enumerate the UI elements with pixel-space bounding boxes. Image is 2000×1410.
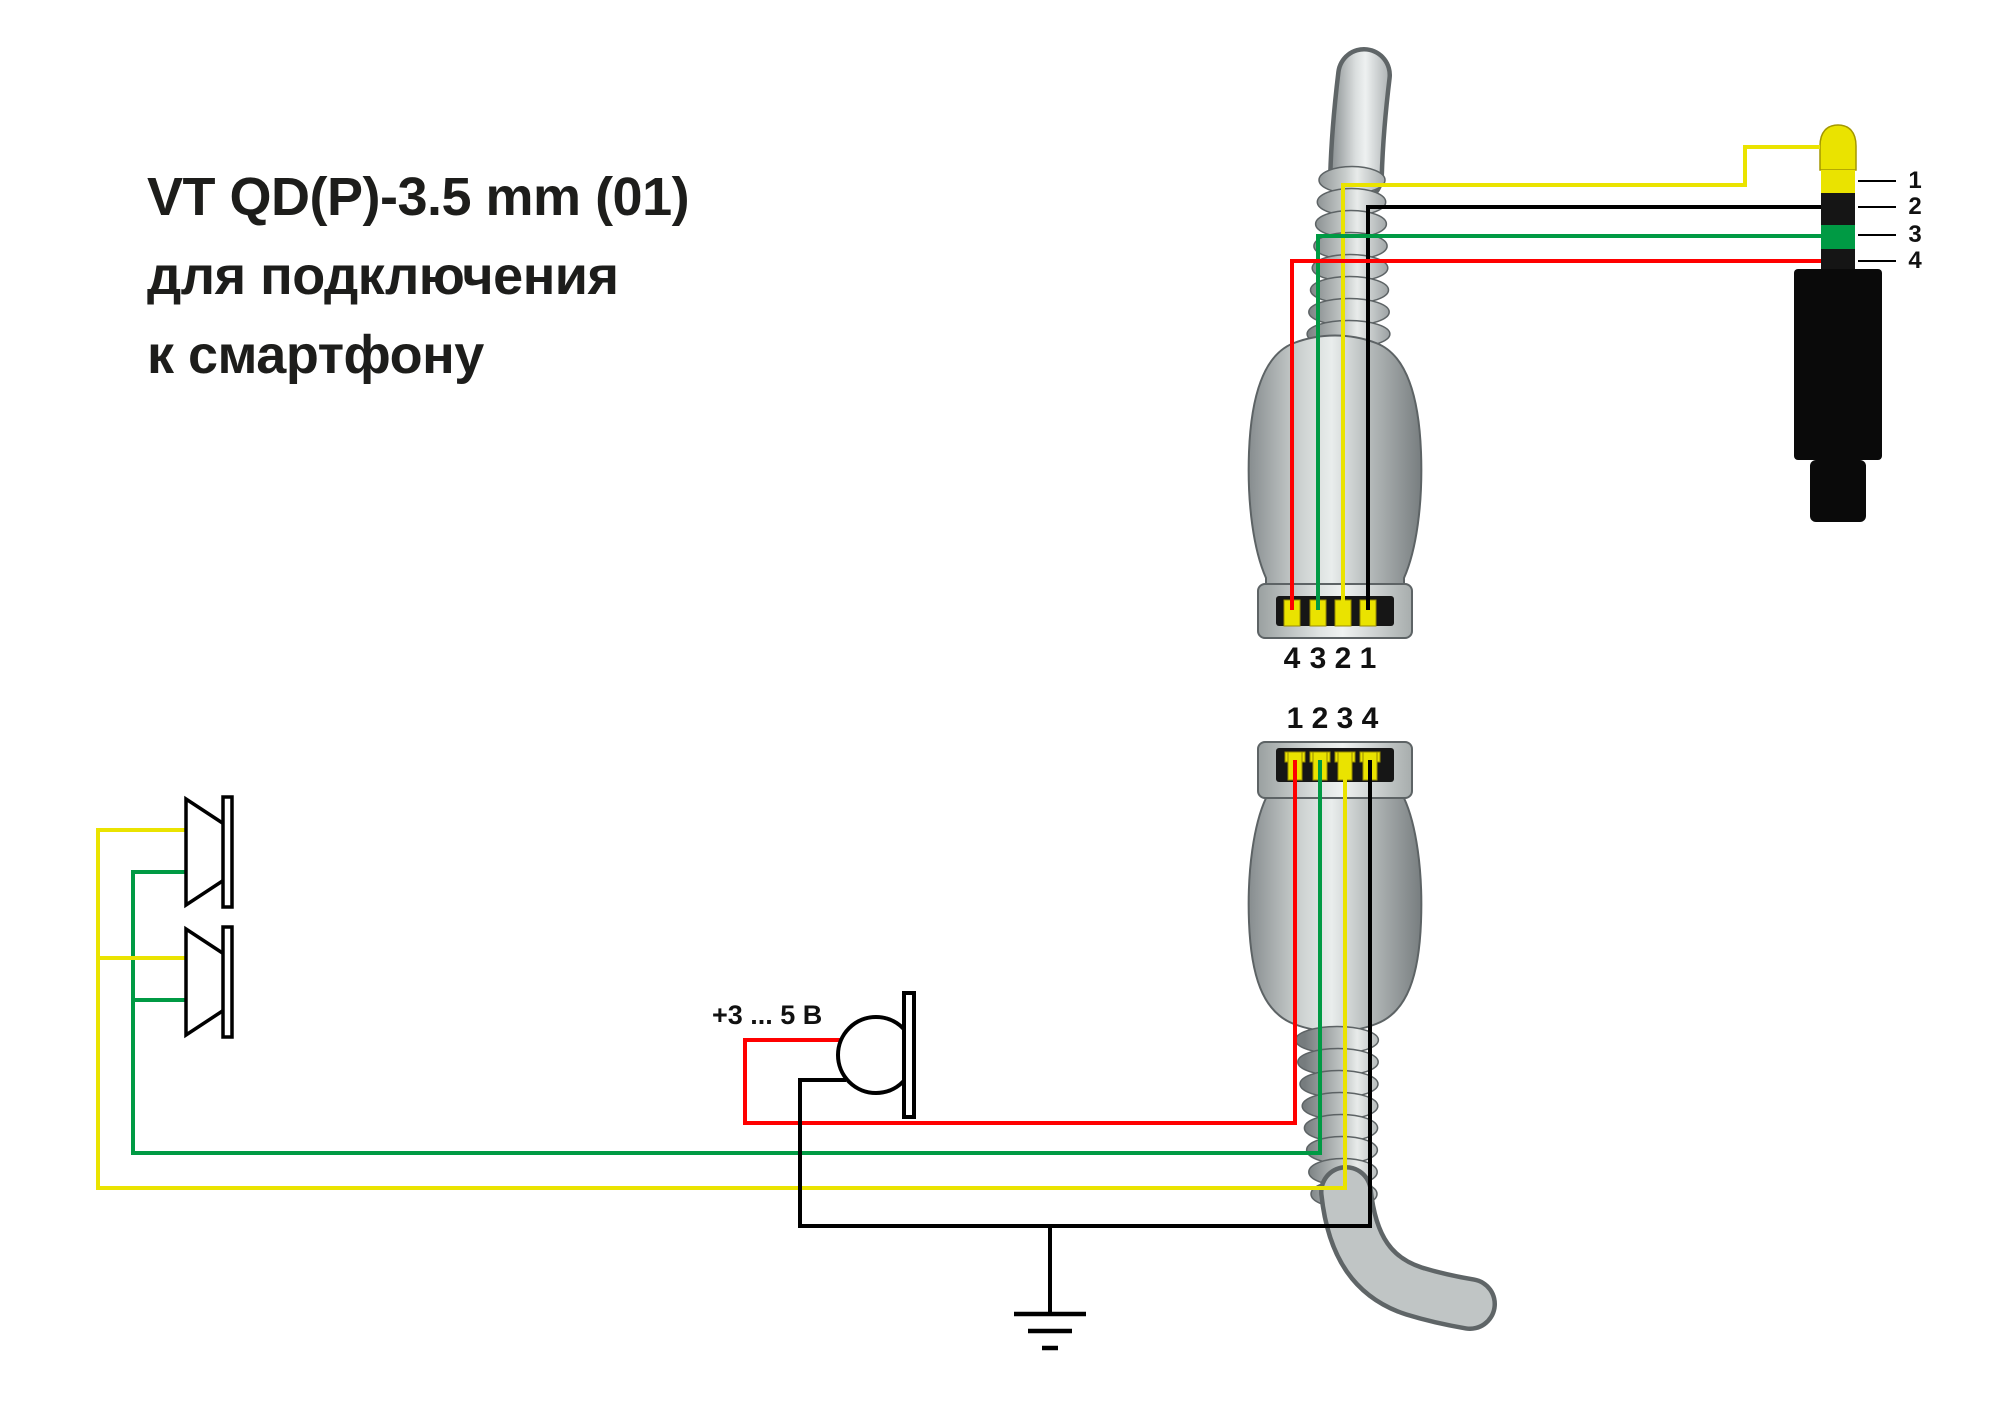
top-pin-label-4: 4 [1283,642,1301,675]
wire-black-top [1366,205,1821,610]
speaker-bottom-cone [184,925,226,1039]
speaker-top-bar [221,795,234,909]
wire-green-top [1316,234,1821,610]
speaker-top-cone [184,795,226,909]
top-pin-label-2: 2 [1334,642,1352,675]
bottom-cable [1323,1169,1493,1327]
top-pin-label-3: 3 [1309,642,1327,675]
bottom-pin-label-4: 4 [1361,702,1379,735]
bottom-pin-label-1: 1 [1286,702,1304,735]
jack-pin-label-3: 3 [1908,221,1922,248]
speaker-bottom [184,925,234,1039]
page-title-line-2: для подключения [147,246,619,306]
wire-yellow-bottom [96,760,1347,1190]
wire-red-top [1290,259,1821,610]
bottom-pin-label-3: 3 [1336,702,1354,735]
jack-pin-label-4: 4 [1908,247,1922,274]
wires-bottom [96,760,1372,1228]
jack-pin-label-2: 2 [1908,193,1922,220]
wire-black-bottom [798,760,1372,1228]
bottom-qd-connector [1247,741,1497,1331]
jack-tip [1819,124,1857,171]
bottom-connector-body [1247,797,1423,1033]
mic-voltage-label: +3 ... 5 В [712,1000,823,1030]
top-qd-connector [1247,47,1423,639]
microphone-symbol [836,991,916,1119]
top-cable [1332,51,1388,200]
jack-band-3 [1821,225,1855,249]
wire-green-bottom [131,760,1322,1155]
wire-red-bottom [743,760,1297,1125]
jack-band-1 [1821,170,1855,193]
ground-symbol [1014,1226,1086,1351]
speaker-bottom-bar [221,925,234,1039]
wires-top [1290,145,1821,610]
jack-band-2 [1821,193,1855,225]
jack-pin-leader-lines [1858,180,1896,262]
jack-body [1794,269,1882,460]
jack-pin-label-1: 1 [1908,167,1922,194]
page-title-line-1: VT QD(P)-3.5 mm (01) [147,167,690,227]
jack-body-lower [1810,460,1866,522]
wire-yellow-top [1341,145,1820,610]
page-title-line-3: к смартфону [147,325,484,385]
top-pin-label-1: 1 [1359,642,1377,675]
speaker-top [184,795,234,909]
bottom-pin-label-2: 2 [1311,702,1329,735]
jack-band-4 [1821,249,1855,269]
top-connector-body [1247,334,1423,587]
mic-membrane-bar [902,991,916,1119]
jack-3-5mm [1794,124,1896,522]
page-title: VT QD(P)-3.5 mm (01) для подключения к с… [147,158,690,395]
